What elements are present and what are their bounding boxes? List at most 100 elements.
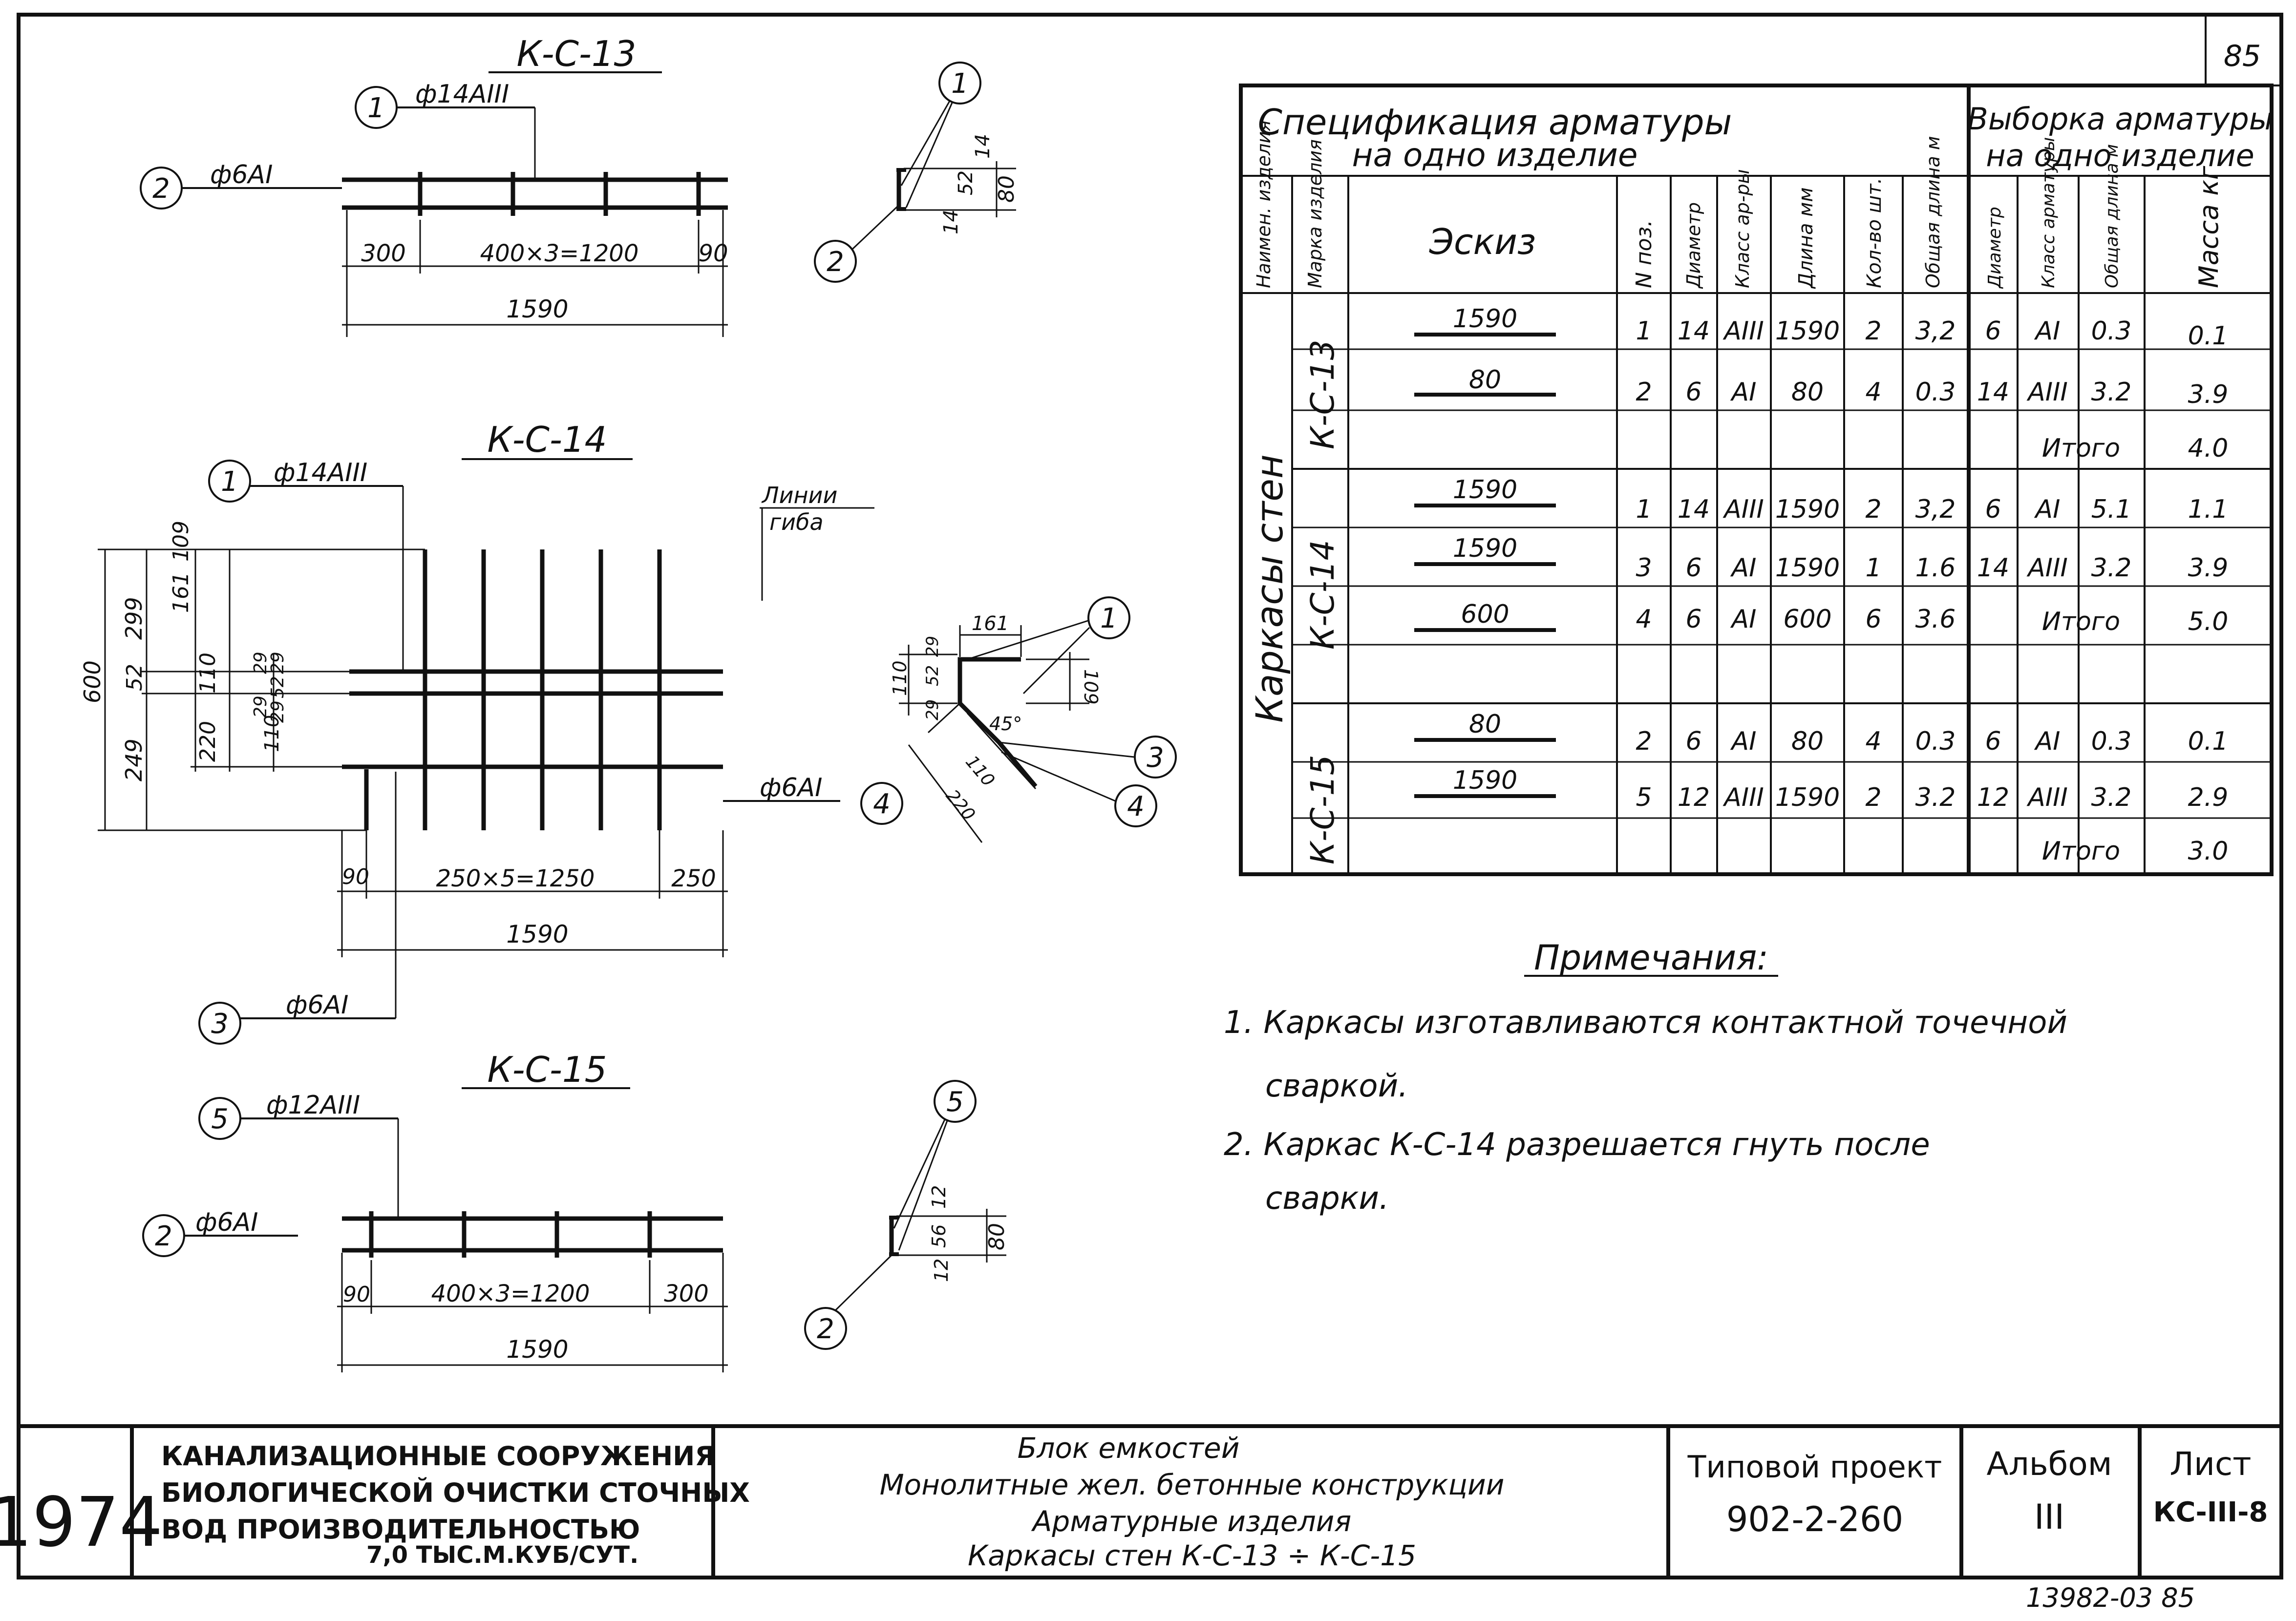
row5-len: 600	[1783, 605, 1831, 634]
notes: Примечания: 1. Каркасы изготавливаются к…	[1224, 938, 2067, 1217]
kc14-pos4-marker: 4	[873, 788, 891, 820]
row6-m: 0.1	[2188, 727, 2229, 756]
hdr-qty: Кол-во шт.	[1863, 178, 1886, 288]
drawing-kc14: К-С-14 1 ф14АIII Линии гиба 600 299 2	[79, 419, 1177, 1045]
kc14-d109: 109	[169, 521, 193, 562]
kc15-sec-56: 56	[928, 1224, 950, 1248]
row0-qty: 2	[1865, 316, 1881, 346]
tb-desc-1: Блок емкостей	[1018, 1432, 1240, 1465]
hdr-name: Наимен. изделия	[1253, 120, 1275, 288]
tb-sheet-no: КС-III-8	[2153, 1496, 2268, 1528]
row4-len: 1590	[1775, 553, 1840, 583]
row4-tl2: 3.2	[2091, 553, 2132, 583]
kc14-dim-250: 250	[671, 865, 716, 892]
kc14-sec-pos3: 3	[1147, 742, 1164, 774]
row7-sketch: 1590	[1453, 766, 1517, 795]
row7-pos: 5	[1636, 783, 1652, 812]
kc13-sec-80: 80	[994, 175, 1019, 203]
row5-qty: 6	[1865, 605, 1881, 634]
kc14-dim-90: 90	[342, 864, 369, 889]
kc13-pos2-marker: 2	[152, 173, 170, 205]
row7-cls: АIII	[1722, 783, 1764, 812]
kc13-sec-pos2: 2	[827, 246, 844, 278]
kc14-dim-mid: 250×5=1250	[436, 865, 595, 892]
row1-len: 80	[1791, 378, 1824, 407]
row7-tl2: 3.2	[2091, 783, 2132, 812]
row1-cls: АI	[1730, 378, 1757, 407]
tb-project-no: 902-2-260	[1726, 1499, 1903, 1539]
row0-cls: АIII	[1722, 316, 1764, 346]
tb-project-label: Типовой проект	[1687, 1449, 1942, 1485]
kc14-d29b: 29	[268, 652, 288, 674]
kc14-d29a: 29	[251, 652, 271, 674]
row7-d2: 12	[1977, 783, 2009, 812]
kc14-d29c: 29	[251, 695, 271, 718]
row4-tl: 1.6	[1915, 553, 1956, 583]
tb-sheet-label: Лист	[2169, 1445, 2251, 1483]
row5-tl: 3.6	[1915, 605, 1956, 634]
kc13-title: К-С-13	[517, 33, 637, 74]
kc13-pos2-label: ф6АI	[210, 160, 273, 189]
kc14-pos1-marker: 1	[221, 466, 238, 498]
row1-tl2: 3.2	[2091, 378, 2132, 407]
tb-year: 1974	[0, 1483, 163, 1562]
row8-itogo: Итого	[2042, 837, 2120, 866]
row3-m: 1.1	[2188, 495, 2229, 524]
kc14-dim-total: 1590	[506, 920, 568, 948]
kc13-sec-52: 52	[955, 170, 977, 195]
row0-c2: АI	[2034, 316, 2061, 346]
row6-sketch: 80	[1469, 710, 1501, 739]
row2-itogo: Итого	[2042, 434, 2120, 463]
row1-diam: 6	[1685, 378, 1701, 407]
spec-title-left-2: на одно изделие	[1352, 136, 1637, 174]
kc15-dim-mid: 400×3=1200	[431, 1280, 590, 1307]
kc14-pos3-label: ф6АI	[286, 990, 348, 1020]
kc15-sec-12a: 12	[928, 1185, 950, 1209]
mark-kc14: К-С-14	[1304, 540, 1341, 650]
kc15-sec-pos5: 5	[946, 1086, 964, 1118]
row5-m: 5.0	[2188, 607, 2229, 636]
kc14-bend-line: Линии	[761, 482, 837, 508]
kc13-pos1-marker: 1	[367, 92, 385, 124]
kc15-pos2-label: ф6АI	[195, 1208, 258, 1237]
row1-m: 3.9	[2188, 380, 2229, 409]
row6-tl: 0.3	[1915, 727, 1956, 756]
sheet-number-top: 85	[2224, 39, 2261, 73]
kc14-d52: 52	[122, 664, 147, 691]
row4-qty: 1	[1865, 553, 1881, 583]
kc14-s29a: 29	[923, 636, 942, 657]
row7-tl: 3.2	[1915, 783, 1956, 812]
row4-d2: 14	[1977, 553, 2009, 583]
row6-diam: 6	[1685, 727, 1701, 756]
hdr-class2: Класс арматуры	[2039, 137, 2059, 288]
row1-sketch: 80	[1469, 365, 1501, 395]
kc14-d52b: 52	[268, 676, 288, 698]
hdr-diam: Диаметр	[1683, 202, 1704, 289]
tb-album-no: III	[2034, 1497, 2064, 1537]
tb-desc-3: Арматурные изделия	[1031, 1505, 1352, 1538]
kc14-s29b: 29	[923, 699, 942, 720]
row0-sketch: 1590	[1453, 304, 1517, 334]
spec-table: Спецификация арматуры на одно изделие Вы…	[1239, 84, 2274, 876]
row4-c2: АIII	[2026, 553, 2068, 583]
hdr-mass: Масса кг	[2193, 166, 2224, 288]
row4-m: 3.9	[2188, 553, 2229, 583]
row7-diam: 12	[1678, 783, 1710, 812]
row1-d2: 14	[1977, 378, 2009, 407]
row5-diam: 6	[1685, 605, 1701, 634]
row6-qty: 4	[1865, 727, 1881, 756]
row6-len: 80	[1791, 727, 1824, 756]
row3-sketch: 1590	[1453, 475, 1517, 505]
hdr-sketch: Эскиз	[1429, 221, 1536, 262]
row3-diam: 14	[1678, 495, 1710, 524]
tb-org-2: БИОЛОГИЧЕСКОЙ ОЧИСТКИ СТОЧНЫХ	[161, 1477, 750, 1508]
kc14-s161: 161	[972, 612, 1009, 635]
kc14-d110b: 110	[261, 715, 283, 752]
hdr-mark: Марка изделия	[1304, 139, 1326, 288]
kc14-d110: 110	[195, 653, 220, 694]
kc13-sec-14a: 14	[972, 134, 994, 159]
tb-org-3: ВОД ПРОИЗВОДИТЕЛЬНОСТЬЮ	[161, 1514, 640, 1545]
row0-tl2: 0.3	[2091, 316, 2132, 346]
kc14-s110: 110	[889, 660, 911, 696]
kc15-dim-300: 300	[664, 1280, 709, 1307]
